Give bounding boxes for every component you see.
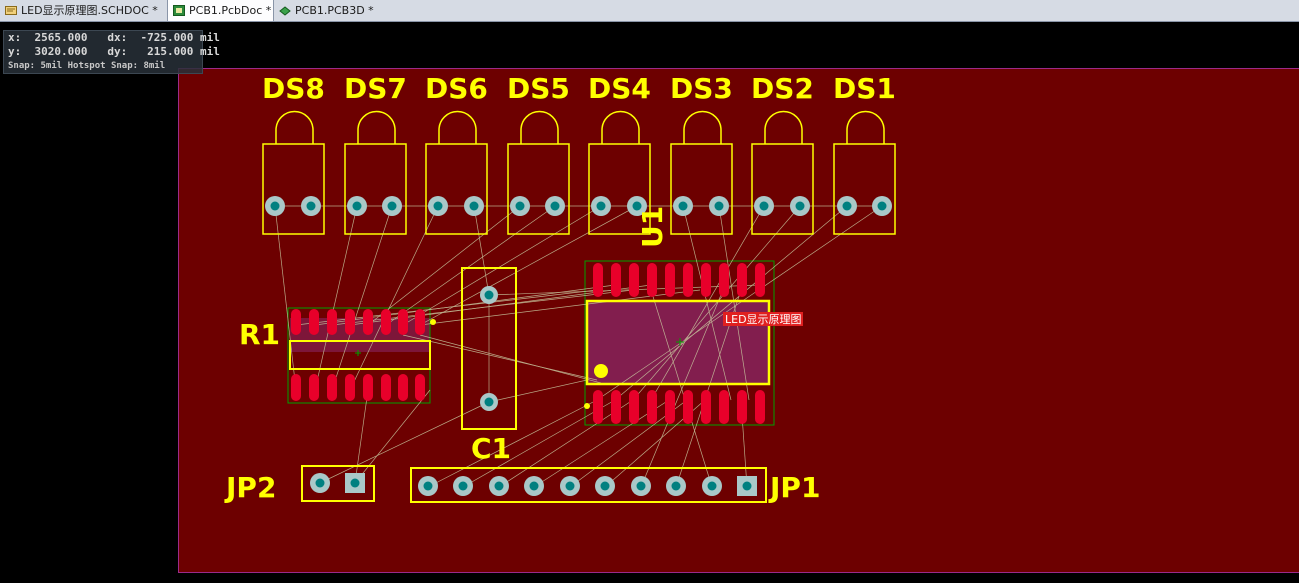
tab-label: PCB1.PCB3D *: [295, 3, 374, 17]
led-footprints[interactable]: [262, 110, 896, 235]
ds1-footprint: [833, 110, 896, 235]
pcb-3d-icon: [279, 5, 291, 16]
room-label: LED显示原理图: [725, 313, 802, 326]
designator-ds7[interactable]: DS7: [344, 72, 407, 105]
ds3-footprint: [670, 110, 733, 235]
designator-ds2[interactable]: DS2: [751, 72, 814, 105]
schematic-doc-icon: [5, 5, 17, 16]
r1-silk-body: [289, 340, 431, 370]
ds8-footprint: [262, 110, 325, 235]
r1-origin-marker: [355, 350, 361, 356]
tab-label: PCB1.PcbDoc *: [189, 4, 272, 17]
ds6-footprint: [425, 110, 488, 235]
r1-pads[interactable]: [291, 309, 425, 401]
jp2-pads[interactable]: [310, 473, 365, 493]
tab-label: LED显示原理图.SCHDOC *: [21, 4, 158, 17]
hud-snap-line: Snap: 5mil Hotspot Snap: 8mil: [8, 61, 166, 71]
jp1-silk-body[interactable]: [410, 467, 767, 503]
designator-jp2[interactable]: JP2: [224, 471, 276, 504]
coordinate-readout: x: 2565.000 dx: -725.000 mil y: 3020.000…: [3, 30, 220, 74]
u1-origin-marker: [676, 338, 684, 346]
c1-silk-body[interactable]: [461, 267, 517, 430]
u1-pin1-dot: [584, 403, 590, 409]
ds4-footprint: [588, 110, 651, 235]
designator-ds1[interactable]: DS1: [833, 72, 896, 105]
tab-pcb-3d[interactable]: PCB1.PCB3D *: [274, 0, 374, 20]
u1-pin1-marker: [594, 364, 608, 378]
designator-c1[interactable]: C1: [471, 432, 511, 465]
designator-ds5[interactable]: DS5: [507, 72, 570, 105]
c1-pads[interactable]: [480, 286, 498, 411]
designator-r1[interactable]: R1: [239, 318, 280, 351]
ds7-footprint: [344, 110, 407, 235]
designator-ds8[interactable]: DS8: [262, 72, 325, 105]
tab-pcb-doc[interactable]: PCB1.PcbDoc *: [167, 0, 274, 21]
led-pads[interactable]: [265, 196, 892, 216]
tab-schematic[interactable]: LED显示原理图.SCHDOC *: [0, 0, 166, 20]
u1-pads[interactable]: [593, 263, 765, 424]
r1-pin1-marker: [430, 319, 436, 325]
jp2-silk-body[interactable]: [301, 465, 375, 502]
ds2-footprint: [751, 110, 814, 235]
u1-silk-body: [585, 299, 771, 386]
designator-ds3[interactable]: DS3: [670, 72, 733, 105]
room-label-group[interactable]: LED显示原理图: [723, 312, 803, 326]
ds5-footprint: [507, 110, 570, 235]
u1-outline[interactable]: [584, 260, 775, 426]
designator-u1[interactable]: U1: [636, 206, 669, 248]
designator-jp1[interactable]: JP1: [768, 471, 820, 504]
jp1-pads[interactable]: [418, 476, 757, 496]
designator-ds6[interactable]: DS6: [425, 72, 488, 105]
document-tab-bar: LED显示原理图.SCHDOC * PCB1.PcbDoc * PCB1.PCB…: [0, 0, 1299, 22]
pcb-doc-icon: [173, 5, 185, 16]
designator-ds4[interactable]: DS4: [588, 72, 651, 105]
